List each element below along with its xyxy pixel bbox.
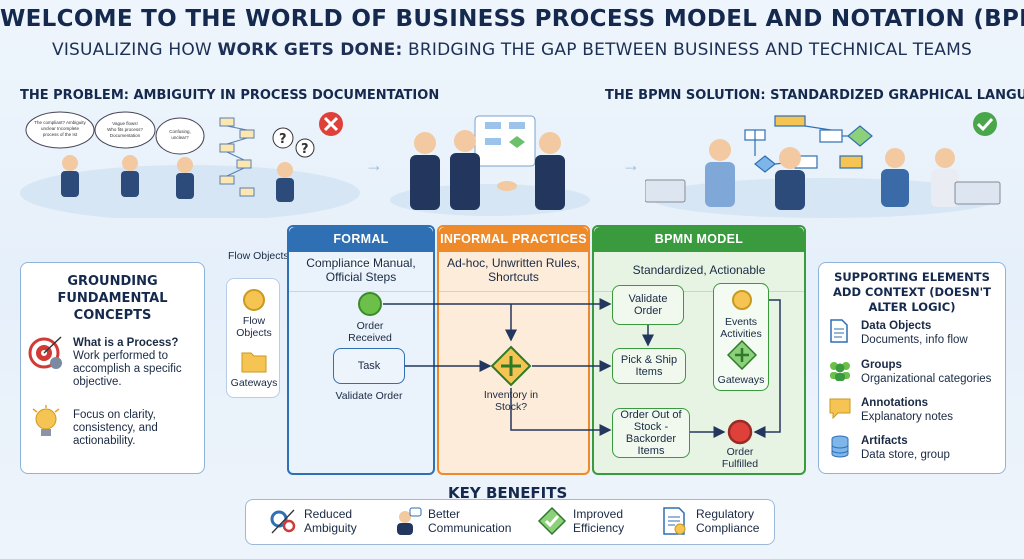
gears-target-icon: [270, 509, 296, 534]
page-subtitle: VISUALIZING HOW WORK GETS DONE: BRIDGING…: [0, 40, 1024, 60]
inventory-label: Inventory in Stock?: [483, 389, 539, 413]
event-circle-icon: [243, 289, 265, 311]
process-definition: Work performed to accomplish a specific …: [73, 350, 182, 388]
benefit-text-3: Improved Efficiency: [573, 507, 625, 535]
document-icon: [830, 319, 848, 343]
person-speech-icon: [397, 507, 422, 535]
benefit-text: Reduced Ambiguity: [304, 507, 357, 535]
order-fulfilled-label: Order Fulfilled: [721, 446, 759, 470]
compliance-document-icon: [663, 507, 686, 535]
subtitle-post: BRIDGING THE GAP BETWEEN BUSINESS AND TE…: [402, 40, 972, 60]
task-box[interactable]: Task: [333, 348, 405, 384]
solution-heading: THE BPMN SOLUTION: STANDARDIZED GRAPHICA…: [605, 88, 1024, 103]
lane-bpmn-subtitle: Standardized, Actionable: [594, 252, 804, 292]
order-received-label: Order Received: [348, 320, 392, 344]
lane-bpmn-title: BPMN MODEL: [594, 227, 804, 252]
solution-illustration: [645, 112, 1001, 218]
question-mark-icon: ? ?: [272, 127, 315, 158]
supporting-item-title: Data Objects: [861, 320, 932, 332]
svg-text:?: ?: [301, 142, 309, 157]
database-icon: [831, 435, 849, 458]
benefits-title: KEY BENEFITS: [448, 484, 568, 502]
end-event-icon: [727, 419, 753, 445]
benefit-item-4: Regulatory Compliance: [660, 506, 776, 536]
folder-icon: [241, 352, 267, 373]
lightbulb-icon: [32, 405, 60, 436]
flow-objects-heading: Flow Objects: [228, 250, 289, 262]
subtitle-pre: VISUALIZING HOW: [52, 40, 218, 60]
supporting-item-text-3: Explanatory notes: [861, 411, 954, 423]
supporting-item-title-4: Artifacts: [861, 435, 908, 447]
gateways-legend-label: Gateways: [717, 374, 765, 386]
benefit-item: Reduced Ambiguity: [268, 506, 374, 536]
flow-objects-item-label: Flow Objects: [236, 315, 272, 339]
svg-text:Vague flows!: Vague flows!: [112, 121, 137, 126]
svg-text:Documentation: Documentation: [110, 133, 141, 138]
arrow-right-icon: →: [365, 155, 383, 175]
svg-text:process of the Ist: process of the Ist: [43, 132, 78, 137]
problem-heading: THE PROBLEM: AMBIGUITY IN PROCESS DOCUME…: [20, 88, 440, 103]
process-question: What is a Process?: [73, 337, 179, 349]
svg-text:?: ?: [279, 132, 287, 147]
flow-objects-heading-text: Flow Objects: [228, 250, 289, 262]
benefit-item-3: Improved Efficiency: [537, 506, 643, 536]
handshake-illustration: [390, 115, 590, 216]
problem-illustration: The compliant? Ambiguity unclear Incompl…: [20, 111, 360, 218]
bpmn-legend: Events Activities Gateways: [713, 283, 769, 391]
svg-text:unclear?: unclear?: [171, 135, 189, 140]
group-icon: [830, 362, 850, 381]
handshake-icon: [497, 181, 517, 191]
arrow-right-icon-2: →: [622, 155, 640, 175]
check-mark-icon: [973, 112, 997, 136]
gateway-diamond-icon: [490, 345, 532, 387]
benefit-text-4: Regulatory Compliance: [696, 507, 760, 535]
error-x-icon: [319, 112, 343, 136]
events-activities-label: Events Activities: [720, 316, 762, 340]
validate-order-task[interactable]: Validate Order: [612, 285, 684, 325]
annotation-icon: [829, 398, 851, 419]
check-diamond-icon: [537, 506, 567, 536]
grounding-card: GROUNDING FUNDAMENTAL CONCEPTS What is a…: [20, 262, 205, 474]
event-legend-icon: [732, 290, 752, 310]
page-title: WELCOME TO THE WORLD OF BUSINESS PROCESS…: [0, 6, 1024, 32]
benefit-item-2: Better Communication: [392, 506, 518, 536]
lane-formal-subtitle: Compliance Manual, Official Steps: [289, 252, 433, 292]
validate-order-label: Validate Order: [335, 390, 403, 402]
supporting-card: SUPPORTING ELEMENTS ADD CONTEXT (DOESN'T…: [818, 262, 1006, 474]
lane-informal-title: INFORMAL PRACTICES: [439, 227, 588, 252]
svg-text:Who fits process?: Who fits process?: [107, 127, 143, 132]
supporting-item-title-3: Annotations: [861, 397, 929, 409]
backorder-task[interactable]: Order Out of Stock - Backorder Items: [612, 408, 690, 458]
subtitle-bold: WORK GETS DONE:: [217, 40, 403, 60]
lane-formal-title: FORMAL PROCEDURES: [289, 227, 433, 271]
speech-bubble-icon: [25, 111, 205, 155]
focus-text: Focus on clarity, consistency, and actio…: [73, 409, 158, 447]
start-event-icon: [358, 292, 382, 316]
svg-text:unclear Incomplete: unclear Incomplete: [41, 126, 80, 131]
target-icon: [28, 336, 62, 369]
svg-text:Confusing,: Confusing,: [169, 129, 191, 134]
gateways-item-label: Gateways: [230, 377, 278, 389]
benefits-card: [245, 499, 775, 545]
gateway-legend-icon: [727, 340, 757, 370]
svg-text:The compliant? Ambiguity: The compliant? Ambiguity: [34, 120, 86, 125]
benefit-text-2: Better Communication: [428, 507, 512, 535]
lane-informal-subtitle: Ad-hoc, Unwritten Rules, Shortcuts: [439, 252, 588, 292]
supporting-item-text: Documents, info flow: [861, 334, 968, 346]
pick-ship-task[interactable]: Pick & Ship Items: [612, 348, 686, 384]
supporting-item-title-2: Groups: [861, 359, 902, 371]
grounding-title: GROUNDING FUNDAMENTAL CONCEPTS: [57, 274, 168, 323]
supporting-item-text-2: Organizational categories: [861, 373, 992, 385]
supporting-item-text-4: Data store, group: [861, 449, 950, 461]
flow-objects-card: Flow Objects Gateways: [226, 278, 280, 398]
supporting-title: SUPPORTING ELEMENTS ADD CONTEXT (DOESN'T…: [833, 270, 991, 314]
